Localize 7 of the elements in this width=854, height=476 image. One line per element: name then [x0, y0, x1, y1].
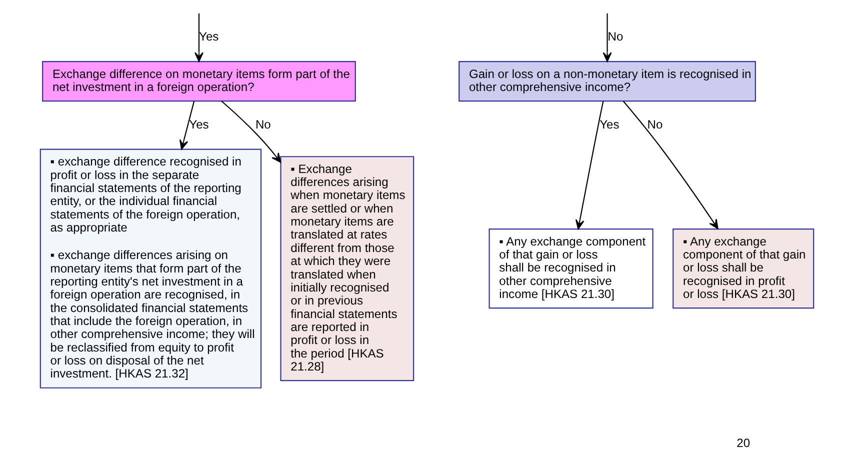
- edge-label: No: [647, 117, 663, 132]
- edge-label: No: [255, 117, 271, 132]
- edge-label: No: [608, 30, 624, 44]
- edge-label: Yes: [189, 117, 209, 132]
- label: 20: [736, 436, 750, 450]
- edge-label: Yes: [600, 117, 620, 132]
- edge-label: Yes: [199, 30, 219, 44]
